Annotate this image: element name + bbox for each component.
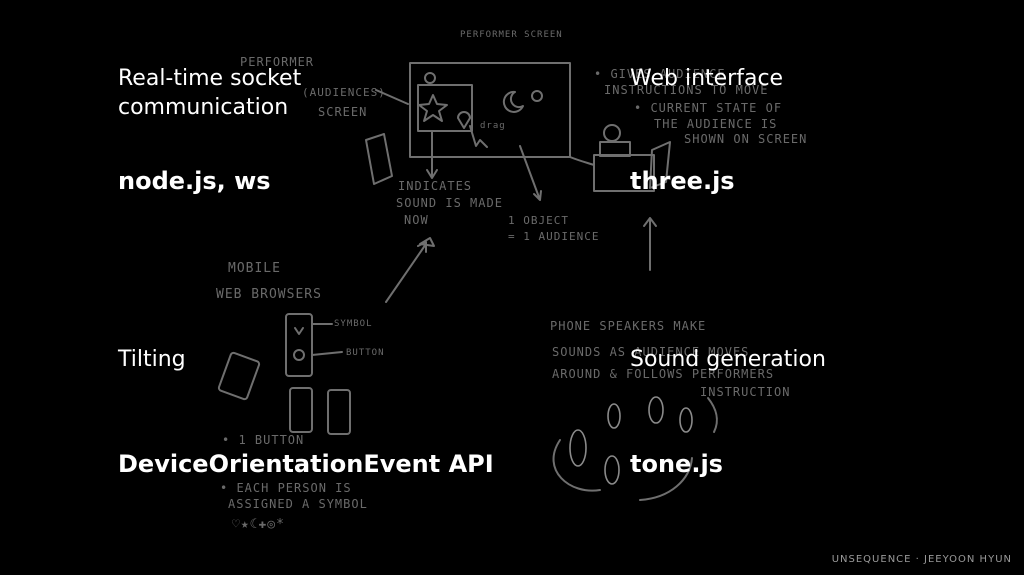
current-note-1: • CURRENT STATE OF (634, 101, 782, 115)
phone-sketch-2 (290, 388, 312, 432)
audience-figure-1 (570, 430, 586, 466)
mobile-note-1: MOBILE (228, 261, 281, 276)
button-pointer (312, 352, 342, 355)
phone-sketch-3 (328, 390, 350, 434)
each-note-2: ASSIGNED A SYMBOL (228, 497, 368, 511)
phone-note-1: PHONE SPEAKERS MAKE (550, 319, 706, 333)
drag-note: drag (480, 121, 506, 131)
indicates-note-2: SOUND IS MADE (396, 196, 503, 210)
audience-figure-2 (605, 456, 619, 484)
tilting-label: Tilting (118, 345, 186, 375)
heart-icon (458, 112, 470, 128)
node-label: node.js, ws (118, 166, 271, 196)
audience-figure-5 (680, 408, 692, 432)
one-button-note: • 1 BUTTON (222, 433, 304, 447)
indicates-note-3: NOW (404, 213, 429, 227)
web-interface-label: Web interface (630, 64, 783, 94)
moon-icon (504, 92, 523, 112)
person-head-sketch (604, 125, 620, 141)
device-api-label: DeviceOrientationEvent API (118, 449, 494, 479)
audience-figure-4 (649, 397, 663, 423)
symbol-note: SYMBOL (334, 319, 373, 329)
indicates-note-1: INDICATES (398, 179, 472, 193)
performer-note-2: (AUDIENCES) (302, 86, 386, 99)
phone-button-icon (294, 350, 304, 360)
cable-sketch (570, 157, 594, 165)
sound-generation-label: Sound generation (630, 345, 826, 375)
audience-figure-3 (608, 404, 620, 428)
phone-heart-icon (295, 328, 303, 334)
arrow-to-web (644, 218, 656, 270)
arrow-indicates (427, 131, 437, 178)
arrow-mobile-up (386, 242, 426, 302)
curved-arrow-right (708, 398, 717, 432)
mobile-note-2: WEB BROWSERS (216, 287, 322, 302)
three-label: three.js (630, 166, 735, 196)
star-icon (419, 95, 447, 121)
laptop-sketch (600, 142, 630, 156)
target-icon (532, 91, 542, 101)
selection-box-sketch (418, 85, 472, 131)
phone-sketch-1 (286, 314, 312, 376)
spiral-icon (425, 73, 435, 83)
realtime-label: Real-time socket communication (118, 64, 301, 122)
current-note-3: SHOWN ON SCREEN (684, 132, 807, 146)
each-note-1: • EACH PERSON IS (220, 481, 352, 495)
symbol-list-icons: ♡★☾✚◎* (232, 517, 285, 532)
object-note-2: = 1 AUDIENCE (508, 230, 599, 243)
arrow-object (520, 146, 541, 200)
speaker-sketch (366, 134, 392, 184)
performer-screen-note-1: PERFORMER SCREEN (460, 30, 563, 40)
footer-credit: UNSEQUENCE · JEEYOON HYUN (832, 554, 1012, 565)
current-note-2: THE AUDIENCE IS (654, 117, 777, 131)
tilted-phone-sketch (218, 352, 260, 400)
performer-note-3: SCREEN (318, 105, 367, 119)
button-note: BUTTON (346, 348, 385, 358)
phone-note-4: INSTRUCTION (700, 385, 790, 399)
tone-label: tone.js (630, 449, 723, 479)
object-note-1: 1 OBJECT (508, 214, 569, 227)
